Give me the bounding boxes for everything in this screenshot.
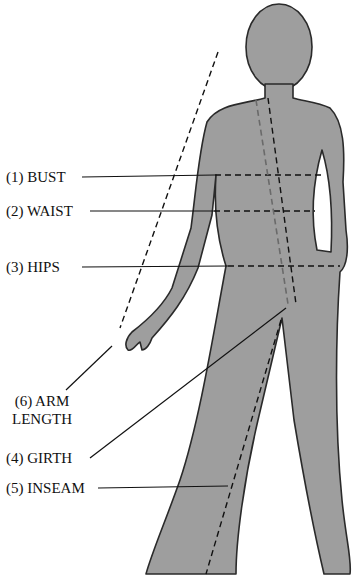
measurement-label: (4) GIRTH xyxy=(6,449,72,467)
hips-line xyxy=(228,265,340,266)
waist-line xyxy=(214,210,315,211)
arm-length-line xyxy=(120,52,218,328)
waist-gap xyxy=(313,150,331,252)
leader-line xyxy=(98,486,228,488)
leader-line xyxy=(90,210,214,211)
bust-line xyxy=(215,174,322,175)
measurement-label: (6) ARM LENGTH xyxy=(2,392,82,428)
leader-line xyxy=(82,266,228,267)
measurement-label: (1) BUST xyxy=(6,168,66,186)
body-silhouette xyxy=(126,84,350,574)
leader-line xyxy=(90,308,286,458)
measurement-label: (3) HIPS xyxy=(6,258,60,276)
girth-back-line xyxy=(256,100,288,304)
measurement-label: (5) INSEAM xyxy=(6,479,85,497)
head xyxy=(246,4,312,90)
measurement-label: (2) WAIST xyxy=(6,202,73,220)
leader-line xyxy=(82,175,215,177)
inseam-line xyxy=(206,320,281,574)
leader-line xyxy=(66,346,112,390)
